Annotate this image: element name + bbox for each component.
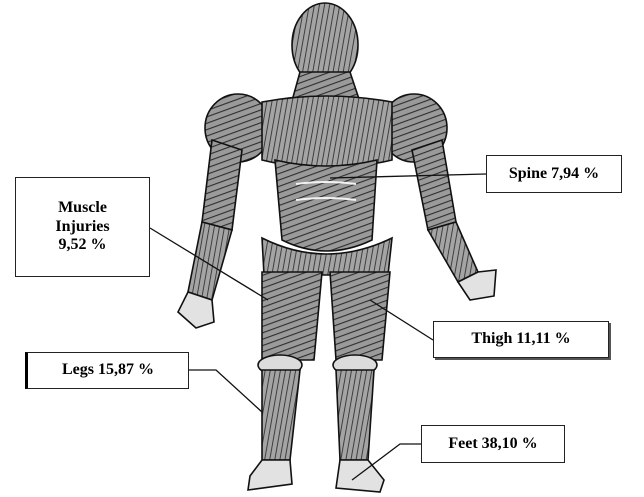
muscle-label-line1: Muscle [58,199,107,217]
body-silhouette [178,3,496,492]
feet-callout: Feet 38,10 % [421,425,565,463]
thigh-label: Thigh 11,11 % [471,330,570,348]
chest [262,96,392,168]
abdomen [275,160,377,251]
muscle-label-line2: Injuries [55,218,109,236]
left-lower-leg [262,370,300,460]
legs-callout: Legs 15,87 % [25,352,189,389]
spine-label: Spine 7,94 % [509,165,599,183]
right-upper-arm [412,140,456,230]
left-upper-arm [202,140,242,230]
left-forearm [188,222,232,300]
right-lower-leg [336,370,374,460]
right-foot [336,460,384,492]
legs-label: Legs 15,87 % [62,361,154,379]
spine-callout: Spine 7,94 % [486,155,622,193]
muscle-label-value: 9,52 % [59,236,107,254]
right-forearm [428,222,478,282]
left-thigh [262,272,322,360]
thigh-callout: Thigh 11,11 % [433,321,609,358]
muscle-injuries-callout: Muscle Injuries 9,52 % [15,177,150,277]
right-thigh [330,272,390,360]
left-foot [248,460,292,490]
feet-label: Feet 38,10 % [448,435,537,453]
leader-legs [189,370,262,412]
